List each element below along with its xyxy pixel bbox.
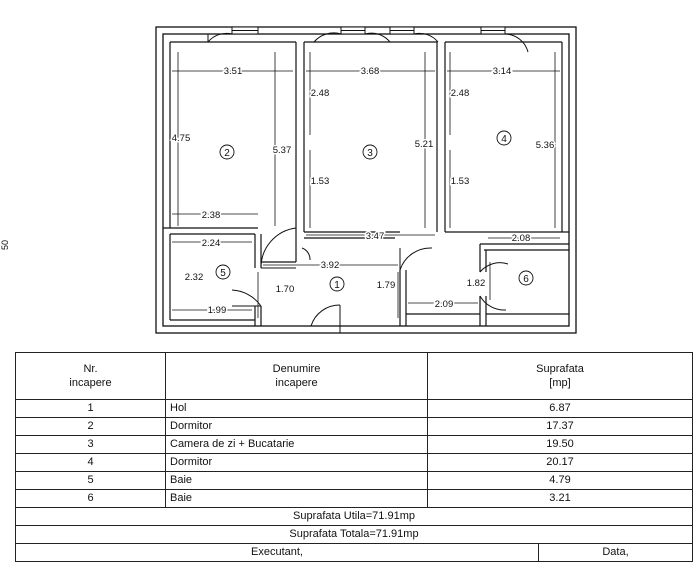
row-name: Dormitor xyxy=(165,417,428,436)
interior-walls xyxy=(163,41,569,326)
executant-label: Executant, xyxy=(15,543,539,562)
row-name: Dormitor xyxy=(165,453,428,472)
room-number-6: 6 xyxy=(523,274,529,285)
dim-r4-width: 3.14 xyxy=(493,66,512,77)
dim-r5-height: 2.32 xyxy=(185,272,204,283)
room-number-circle xyxy=(329,276,345,292)
dim-r2-bottom: 2.38 xyxy=(202,210,221,221)
row-name: Camera de zi + Bucatarie xyxy=(165,435,428,454)
room-number-4: 4 xyxy=(501,134,507,145)
signature-row: Executant, Data, xyxy=(15,543,694,562)
side-note: 50 xyxy=(0,240,10,250)
door-swings xyxy=(207,32,529,333)
table-header-row: Nr. incapere Denumire incapere Suprafata… xyxy=(15,352,694,400)
dim-r5-width: 2.24 xyxy=(202,238,221,249)
dim-r5-bottom: 1.99 xyxy=(208,305,227,316)
table-row: 2 Dormitor 17.37 xyxy=(15,417,694,436)
table-row: 5 Baie 4.79 xyxy=(15,471,694,490)
row-nr: 3 xyxy=(15,435,166,454)
dim-r4-bottom: 2.08 xyxy=(512,233,531,244)
dim-hall-width: 3.92 xyxy=(321,260,340,271)
table-row: 4 Dormitor 20.17 xyxy=(15,453,694,472)
dim-r4-mid-wall: 1.53 xyxy=(451,176,470,187)
table-row: 6 Baie 3.21 xyxy=(15,489,694,508)
dim-r3-width: 3.68 xyxy=(361,66,380,77)
room-number-3: 3 xyxy=(367,148,373,159)
dim-r4-top-wall: 2.48 xyxy=(451,88,470,99)
header-area: Suprafata [mp] xyxy=(426,352,694,400)
floor-plan: 2 3 4 5 6 1 3.51 3.68 3.14 4.75 5.37 2.3… xyxy=(0,26,577,334)
room-number-2: 2 xyxy=(224,148,230,159)
row-area: 19.50 xyxy=(426,435,694,454)
dimension-lines xyxy=(172,52,560,318)
row-nr: 4 xyxy=(15,453,166,472)
dim-r6-bottom: 2.09 xyxy=(435,299,454,310)
row-nr: 6 xyxy=(15,489,166,508)
dim-r2-width: 3.51 xyxy=(224,66,243,77)
room-number-5: 5 xyxy=(220,268,226,279)
table-row: 3 Camera de zi + Bucatarie 19.50 xyxy=(15,435,694,454)
dim-r4-depth: 5.36 xyxy=(536,140,555,151)
row-area: 6.87 xyxy=(426,399,694,418)
room-number-circle xyxy=(496,130,512,146)
usable-area-total: Suprafata Utila=71.91mp xyxy=(14,507,694,526)
row-area: 17.37 xyxy=(426,417,694,436)
dim-r2-depth-right: 5.37 xyxy=(273,145,292,156)
row-name: Baie xyxy=(165,471,428,490)
dim-r3-top-wall: 2.48 xyxy=(311,88,330,99)
dim-hall-right: 1.79 xyxy=(377,280,396,291)
room-area-table: Nr. incapere Denumire incapere Suprafata… xyxy=(14,352,694,562)
row-name: Hol xyxy=(165,399,428,418)
room-number-circle xyxy=(362,144,378,160)
dim-r3-bottom: 3.47 xyxy=(366,231,385,242)
header-nr: Nr. incapere xyxy=(15,352,166,400)
table-row: 1 Hol 6.87 xyxy=(15,399,694,418)
usable-area-row: Suprafata Utila=71.91mp xyxy=(14,507,694,526)
total-area-total: Suprafata Totala=71.91mp xyxy=(14,525,694,544)
total-area-row: Suprafata Totala=71.91mp xyxy=(14,525,694,544)
row-nr: 1 xyxy=(15,399,166,418)
room-number-circle xyxy=(215,264,231,280)
room-number-circle xyxy=(219,144,235,160)
row-nr: 5 xyxy=(15,471,166,490)
row-name: Baie xyxy=(165,489,428,508)
room-number-1: 1 xyxy=(334,280,340,291)
dim-r3-depth: 5.21 xyxy=(415,139,434,150)
row-area: 4.79 xyxy=(426,471,694,490)
dim-r2-depth: 4.75 xyxy=(172,133,191,144)
room-number-circle xyxy=(518,270,534,286)
dim-hall-left: 1.70 xyxy=(276,284,295,295)
dim-r3-mid-wall: 1.53 xyxy=(311,176,330,187)
room-number-markers xyxy=(215,130,534,292)
row-area: 3.21 xyxy=(426,489,694,508)
date-label: Data, xyxy=(537,543,694,562)
row-area: 20.17 xyxy=(426,453,694,472)
row-nr: 2 xyxy=(15,417,166,436)
dim-r6-height: 1.82 xyxy=(467,278,486,289)
header-name: Denumire incapere xyxy=(165,352,428,400)
windows xyxy=(231,26,506,35)
